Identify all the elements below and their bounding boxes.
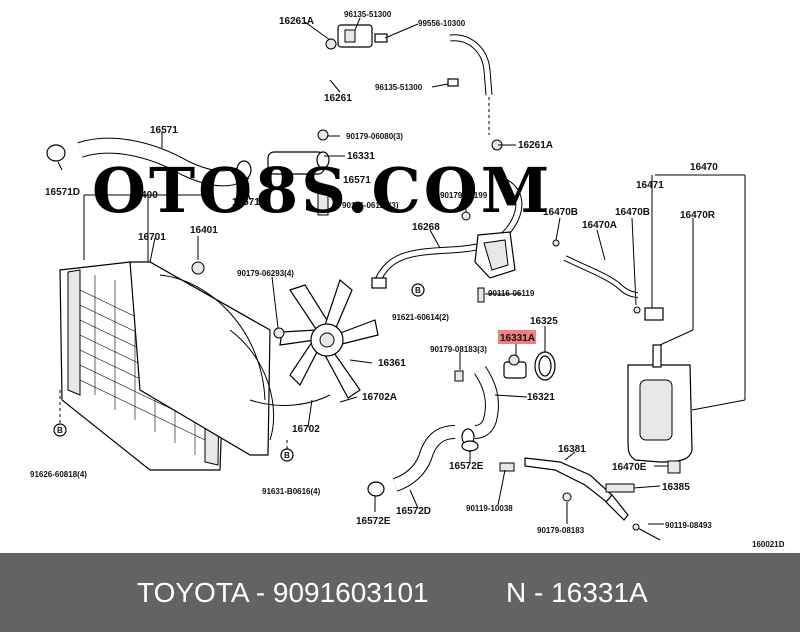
- highlight-16331A: [498, 330, 536, 344]
- ref-b-text-1: B: [57, 426, 63, 435]
- label-90179-06293: 90179-06293(4): [237, 269, 294, 278]
- label-90116-06127: 90116-06127(3): [342, 201, 399, 210]
- label-16400: 16400: [130, 190, 158, 201]
- label-90179-06080: 90179-06080(3): [346, 132, 403, 141]
- label-16470B-a: 16470B: [543, 207, 578, 218]
- label-16361: 16361: [378, 358, 406, 369]
- label-91626-60818: 91626-60818(4): [30, 470, 87, 479]
- water-outlet-16331: [267, 129, 330, 216]
- label-16261: 16261: [324, 93, 352, 104]
- coolant-reservoir: [552, 175, 693, 474]
- label-16331A: 16331A: [500, 333, 535, 344]
- label-99556-10300: 99556-10300: [418, 19, 466, 28]
- bracket-16381: [499, 457, 661, 541]
- label-96135-51300-b: 96135-51300: [375, 83, 423, 92]
- label-90119-08493: 90119-08493: [665, 521, 712, 530]
- ref-b-text-3: B: [415, 286, 421, 295]
- label-16470E: 16470E: [612, 462, 647, 473]
- label-16471: 16471: [636, 180, 664, 191]
- label-16470: 16470: [690, 162, 718, 173]
- label-16571: 16571: [150, 125, 178, 136]
- label-16470R: 16470R: [680, 210, 716, 221]
- cooling-fan-16361: [273, 278, 379, 399]
- lower-hoses: [367, 366, 499, 497]
- water-bypass-pipe: [371, 139, 523, 303]
- upper-hose-assembly: [300, 24, 493, 135]
- label-16571D-left: 16571D: [45, 187, 80, 198]
- ref-b-marker-2: [280, 448, 294, 462]
- label-91631-B0616: 91631-B0616(4): [262, 487, 321, 496]
- label-16470B-b: 16470B: [615, 207, 650, 218]
- label-90116-06119: 90116-06119: [488, 289, 535, 298]
- label-16401: 16401: [190, 225, 218, 236]
- label-16385: 16385: [662, 482, 690, 493]
- part-labels: 16261A 96135-51300 99556-10300 16261 961…: [30, 10, 785, 549]
- label-16261A-top: 16261A: [279, 16, 314, 27]
- diagram-code: 160021D: [752, 540, 785, 549]
- label-90119-10038: 90119-10038: [466, 504, 513, 513]
- label-16572D: 16572D: [396, 506, 431, 517]
- parts-diagram: B B B: [30, 10, 785, 549]
- label-16381: 16381: [558, 444, 586, 455]
- label-16701: 16701: [138, 232, 166, 243]
- thermostat-assembly: [454, 351, 556, 382]
- label-16321: 16321: [527, 392, 555, 403]
- label-16572E-a: 16572E: [449, 461, 484, 472]
- label-16331: 16331: [347, 151, 375, 162]
- label-16268: 16268: [412, 222, 440, 233]
- label-90179-06199: 90179-06199: [440, 191, 488, 200]
- label-16572E-b: 16572E: [356, 516, 391, 527]
- label-16325: 16325: [530, 316, 558, 327]
- label-16702A: 16702A: [362, 392, 397, 403]
- label-16702: 16702: [292, 424, 320, 435]
- label-91621-60614: 91621-60614(2): [392, 313, 449, 322]
- ref-b-marker-1: [53, 423, 67, 437]
- footer-ref-number: N - 16331A: [506, 577, 648, 608]
- label-16571-mid: 16571: [343, 175, 371, 186]
- footer-part-number: TOYOTA - 9091603101: [137, 577, 429, 608]
- watermark: OTO8S.COM: [92, 154, 552, 227]
- label-96135-51300-a: 96135-51300: [344, 10, 392, 19]
- reference-markers: B B B: [53, 283, 425, 462]
- label-16571D-right: 16571D: [232, 197, 267, 208]
- leader-lines: [57, 17, 746, 525]
- footer-bar: TOYOTA - 9091603101 N - 16331A: [0, 553, 800, 632]
- label-16470A: 16470A: [582, 220, 617, 231]
- label-90179-08183: 90179-08183: [537, 526, 585, 535]
- ref-b-text-2: B: [284, 451, 290, 460]
- label-90179-08183-3: 90179-08183(3): [430, 345, 487, 354]
- radiator-upper-hose: [46, 137, 252, 187]
- label-16261A-mid: 16261A: [518, 140, 553, 151]
- ref-b-marker-3: [411, 283, 425, 297]
